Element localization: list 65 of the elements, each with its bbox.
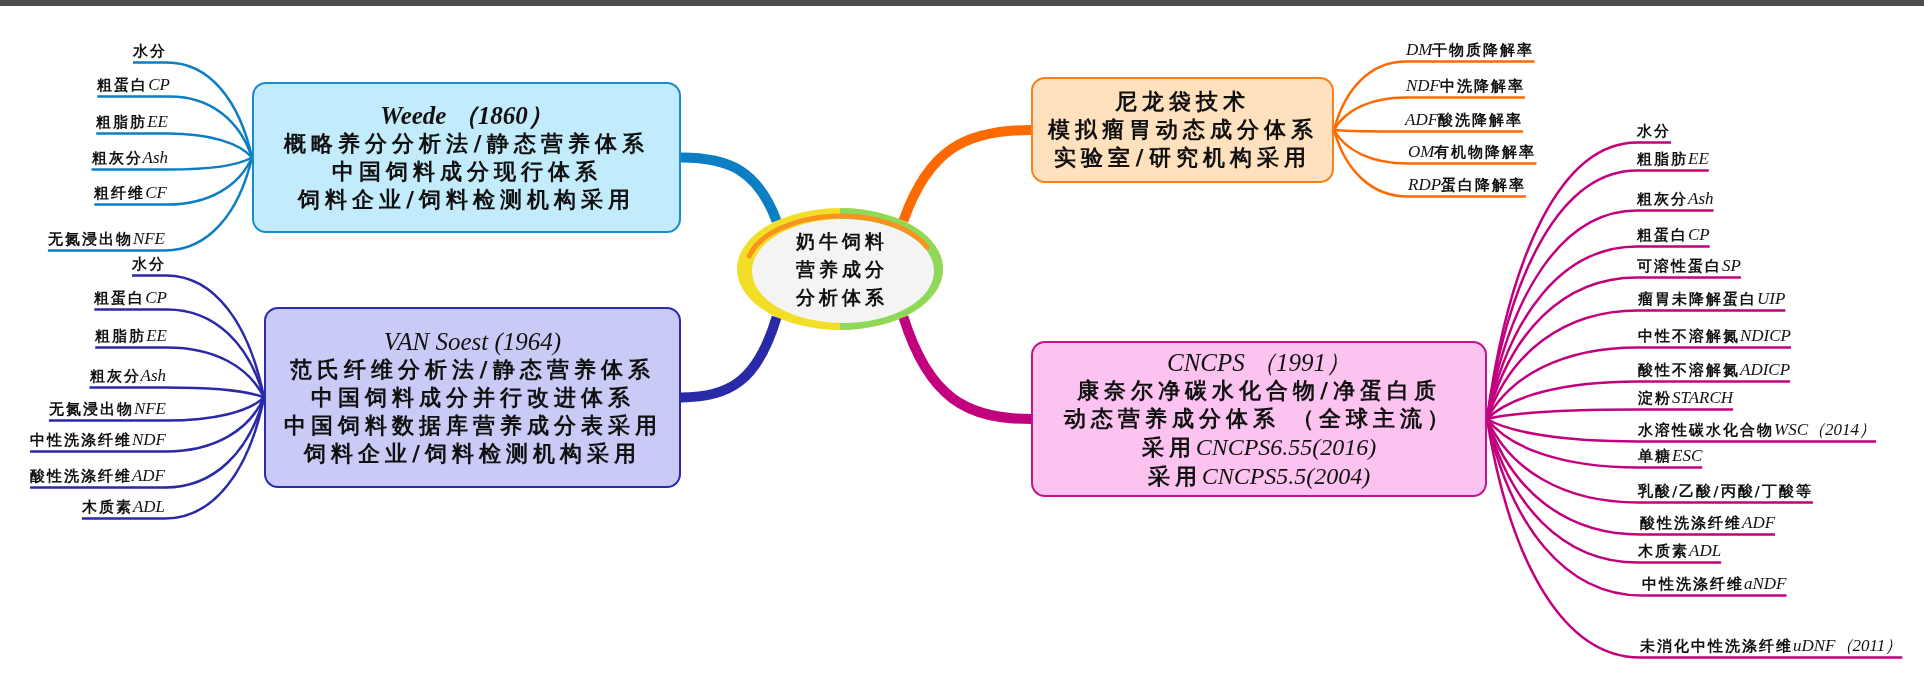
branch-label: 粗灰分Ash: [91, 148, 168, 168]
branch-line: [91, 156, 253, 171]
box-text: 实验室/研究机构采用: [1054, 144, 1311, 172]
box-text: 尼龙袋技术: [1115, 88, 1250, 116]
branch-label: 酸性洗涤纤维ADF: [1640, 513, 1776, 533]
branch-line: [1332, 96, 1525, 131]
branch-label: 粗灰分Ash: [1637, 189, 1714, 209]
branch-label: 粗脂肪EE: [1637, 149, 1709, 169]
info-box: [264, 307, 681, 488]
branch-label: 无氮浸出物NFE: [47, 229, 165, 249]
branch-label: 中性洗涤纤维NDF: [30, 430, 166, 450]
branch-label: 粗脂肪EE: [96, 112, 168, 132]
box-text: 概略养分分析法/静态营养体系: [284, 130, 649, 158]
main-branch: [898, 125, 1032, 223]
branch-line: [96, 132, 253, 159]
info-box: [1031, 341, 1487, 497]
branch-label: 无氮浸出物NFE: [48, 399, 166, 419]
box-heading: CNCPS （1991）: [1166, 347, 1351, 377]
branch-label: RDP蛋白降解率: [1408, 175, 1527, 195]
box-text: 中国饲料成分现行体系: [331, 158, 602, 186]
branch-label: 中性不溶解氮NDICP: [1638, 326, 1791, 346]
branch-label: 木质素ADL: [1638, 541, 1722, 561]
box-text: 康奈尔净碳水化合物/净蛋白质: [1076, 376, 1441, 405]
box-text: 模拟瘤胃动态成分体系: [1047, 116, 1318, 144]
box-heading: Weede （1860）: [380, 101, 553, 130]
branch-line: [1486, 408, 1734, 421]
branch-label: 木质素ADL: [81, 497, 165, 517]
branch-label: 未消化中性洗涤纤维uDNF（2011）: [1640, 636, 1903, 656]
main-branch: [680, 315, 782, 403]
box-text: 中国饲料数据库营养成分表采用: [283, 412, 662, 440]
info-box: [1031, 77, 1334, 183]
box-heading: VAN Soest (1964): [383, 327, 562, 356]
box-text: 饲料企业/饲料检测机构采用: [303, 440, 641, 468]
branch-label: 粗纤维CF: [94, 183, 167, 203]
box-text: 范氏纤维分析法/静态营养体系: [290, 356, 655, 384]
branch-label: 水分: [132, 254, 166, 274]
branch-label: 酸性洗涤纤维ADF: [29, 466, 165, 486]
branch-label: 水分: [1637, 121, 1671, 141]
branch-label: 酸性不溶解氮ADICP: [1638, 360, 1791, 380]
main-branch: [680, 152, 782, 223]
branch-line: [1486, 380, 1790, 420]
branch-line: [48, 396, 265, 422]
branch-label: 乳酸/乙酸/丙酸/丁酸等: [1638, 481, 1813, 501]
branch-label: 中性洗涤纤维aNDF: [1642, 574, 1787, 594]
info-box: [252, 82, 681, 233]
branch-label: 粗灰分Ash: [89, 366, 166, 386]
branch-line: [1332, 129, 1537, 165]
box-text: 中国饲料成分并行改进体系: [310, 384, 635, 412]
branch-label: 淀粉STARCH: [1638, 388, 1734, 408]
branch-label: OM有机物降解率: [1408, 142, 1537, 162]
box-text: 饲料企业/饲料检测机构采用: [297, 186, 635, 214]
branch-label: ADF酸洗降解率: [1405, 110, 1524, 130]
branch-line: [1486, 418, 1703, 469]
branch-label: 粗脂肪EE: [95, 326, 167, 346]
main-branch: [898, 315, 1032, 424]
branch-line: [1486, 417, 1876, 443]
branch-line: [1333, 128, 1523, 133]
branch-label: 单糖ESC: [1638, 446, 1703, 466]
box-text: 动态营养成分体系 （全球主流）: [1063, 404, 1455, 433]
topic-text: 奶牛饲料营养成分分析体系: [795, 229, 888, 310]
branch-label: 水分: [133, 41, 167, 61]
branch-label: 可溶性蛋白SP: [1637, 256, 1741, 276]
branch-label: NDF中洗降解率: [1406, 76, 1525, 96]
branch-line: [89, 386, 265, 399]
branch-label: DM干物质降解率: [1406, 40, 1535, 60]
